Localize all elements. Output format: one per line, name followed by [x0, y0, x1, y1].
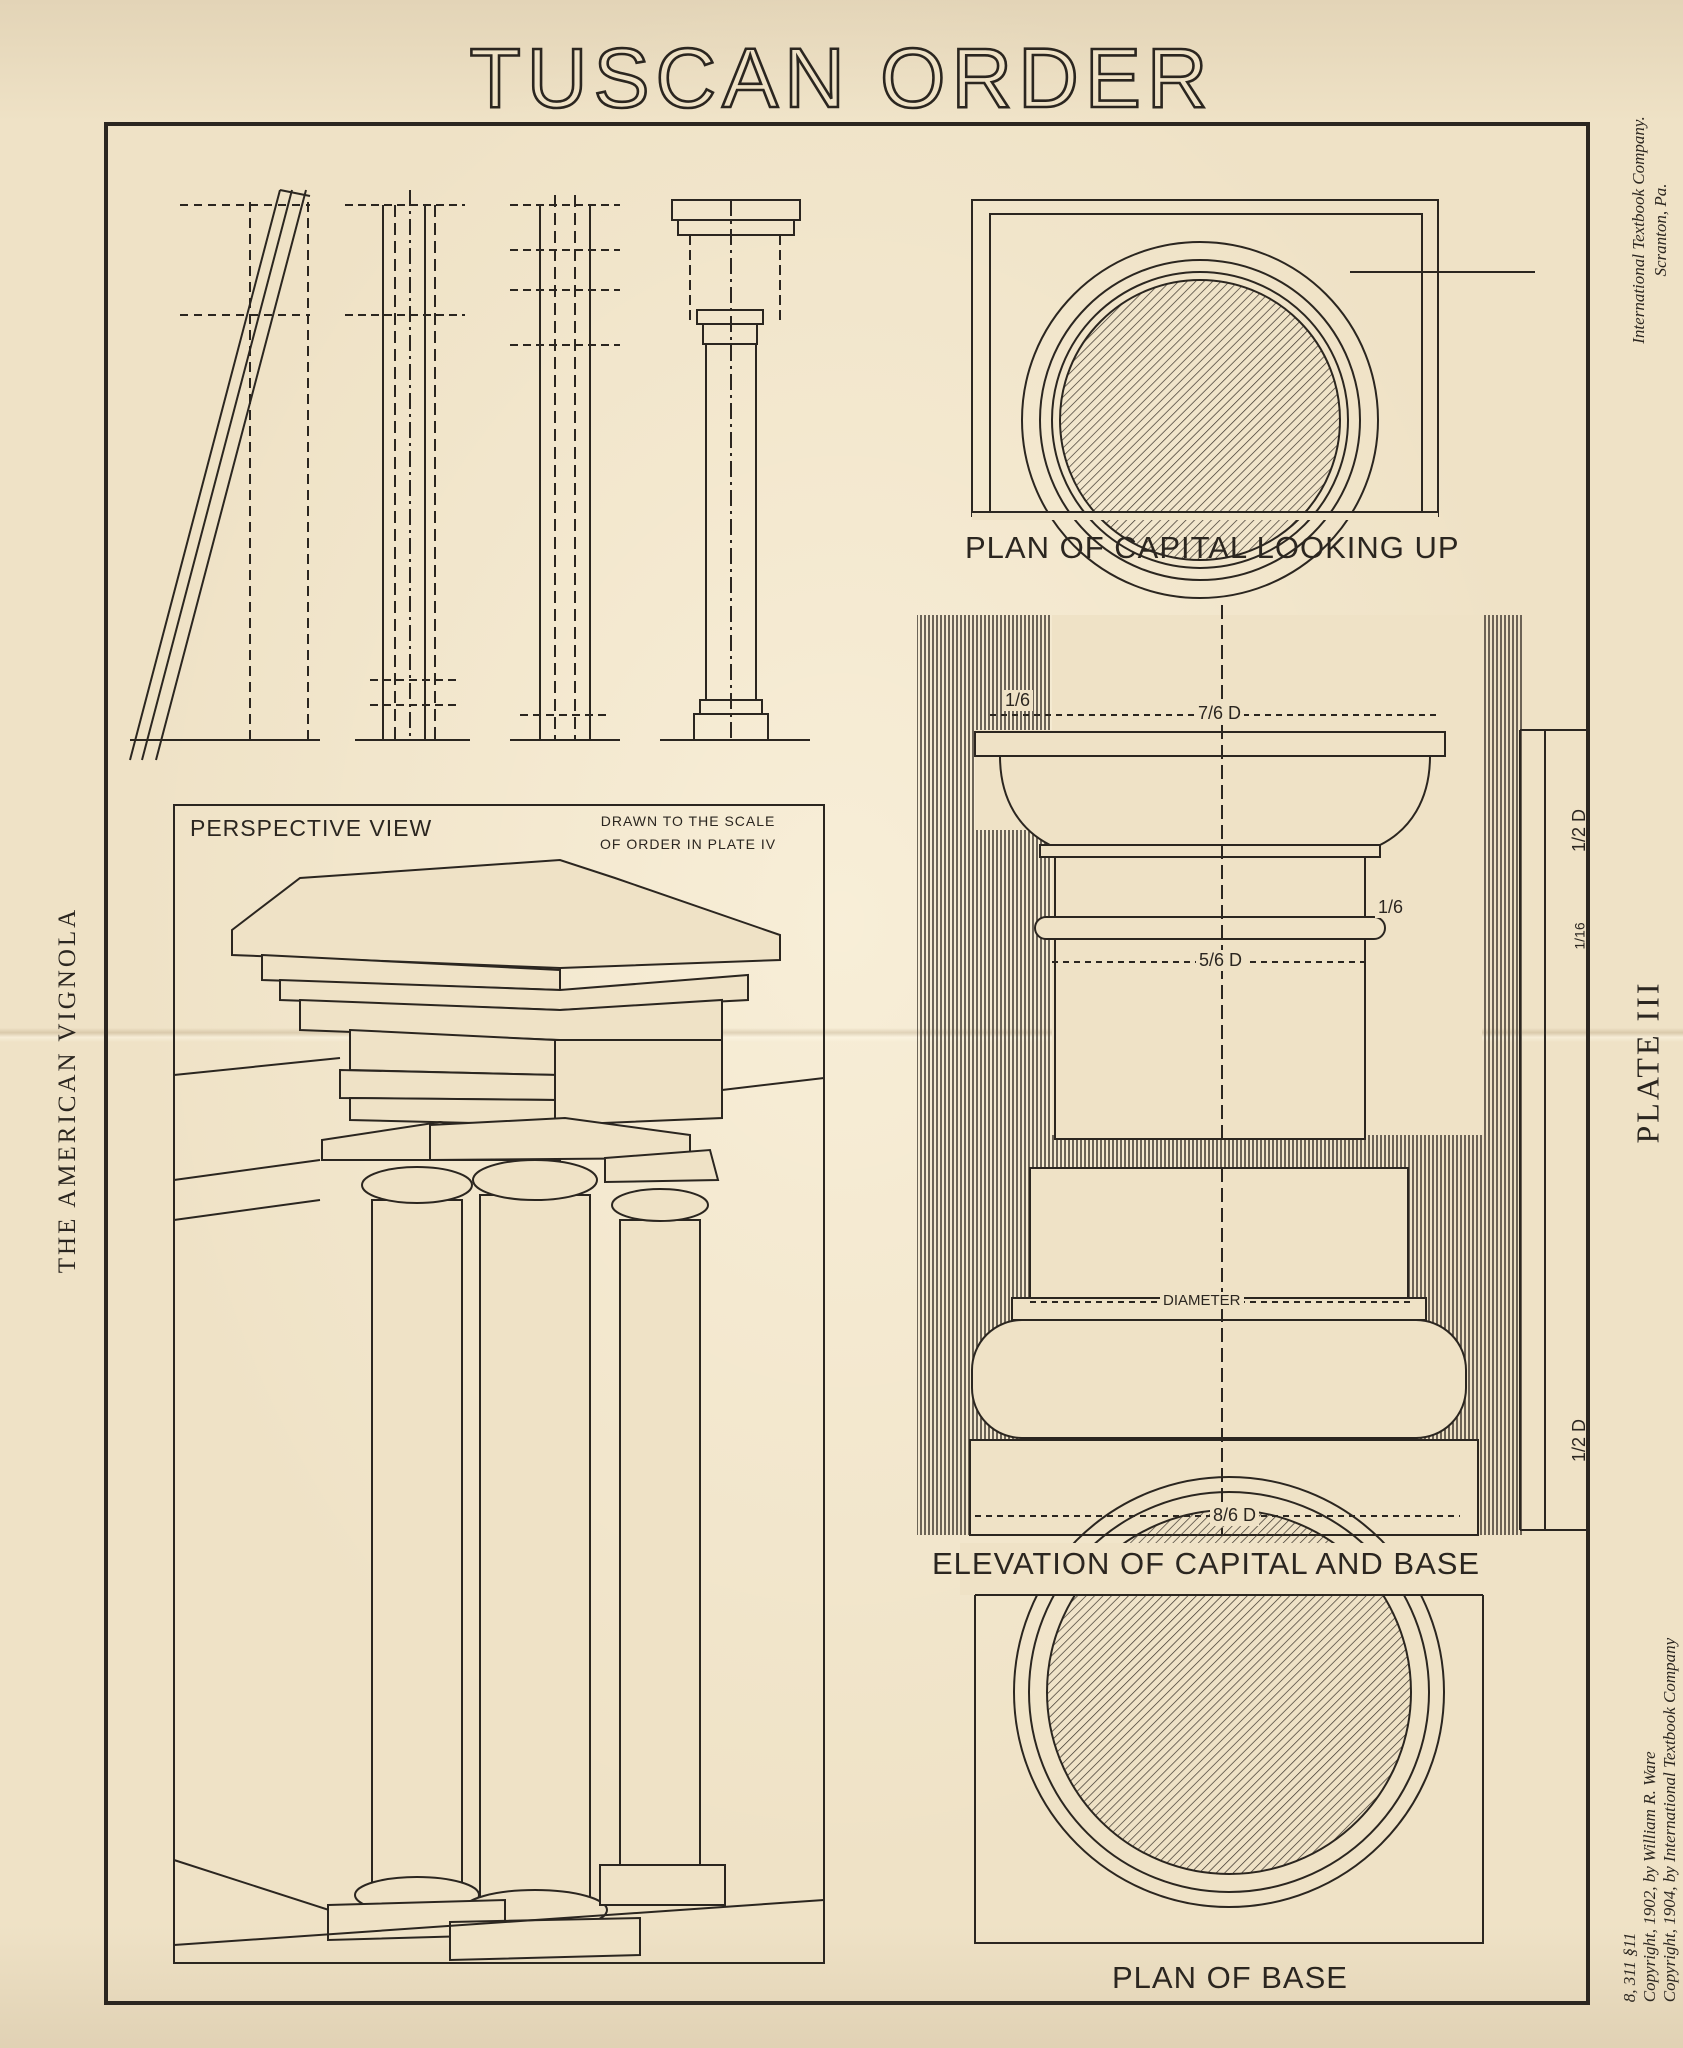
elevation-capital-base [917, 605, 1590, 1536]
perspective-column-3 [619, 1219, 701, 1871]
dimension-label: 5/6 D [1196, 950, 1246, 971]
dimension-label: 8/6 D [1210, 1505, 1260, 1526]
dimension-label: 1/2 D [1569, 1418, 1590, 1463]
column-study-4 [660, 199, 810, 741]
plate-title: TUSCAN ORDER [468, 30, 1214, 127]
scale-note: DRAWN TO THE SCALE OF ORDER IN PLATE IV [600, 810, 776, 856]
column-study-3 [510, 195, 620, 741]
perspective-column-1 [371, 1199, 463, 1891]
perspective-view [173, 804, 825, 1964]
caption-perspective: PERSPECTIVE VIEW [190, 815, 433, 841]
dimension-label: 1/6 [1002, 690, 1034, 711]
plan-of-capital [971, 199, 1535, 599]
dimension-label: 1/16 [1571, 922, 1588, 950]
caption-plan-base: PLAN OF BASE [1112, 1960, 1348, 1995]
perspective-column-2 [479, 1194, 591, 1906]
scale-note-line-2: OF ORDER IN PLATE IV [600, 836, 777, 852]
dimension-label: 7/6 D [1195, 703, 1245, 724]
scale-note-line-1: DRAWN TO THE SCALE [600, 813, 776, 829]
column-study-2 [345, 190, 470, 741]
dimension-label: 1/2 D [1569, 808, 1590, 853]
caption-plan-capital: PLAN OF CAPITAL LOOKING UP [965, 530, 1460, 565]
plan-of-base [960, 1476, 1500, 1944]
tilted-column-study [129, 189, 320, 761]
caption-elevation: ELEVATION OF CAPITAL AND BASE [932, 1546, 1481, 1581]
dimension-label: 1/6 [1375, 897, 1407, 918]
plate-border [104, 122, 1590, 2005]
column-proportion-studies [129, 189, 810, 761]
dimension-label: DIAMETER [1160, 1292, 1244, 1309]
